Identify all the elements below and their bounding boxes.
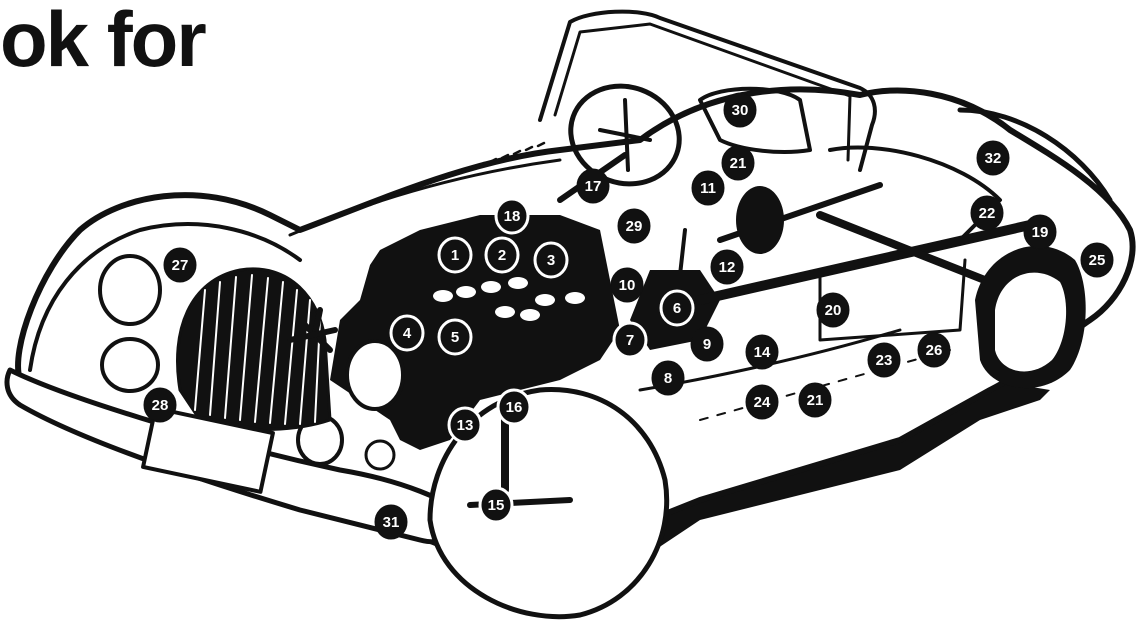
dynamo (347, 341, 403, 409)
callout-3: 3 (535, 243, 567, 277)
callout-23: 23 (868, 343, 900, 377)
indicator-lamp (366, 441, 394, 469)
callout-label: 8 (664, 370, 672, 387)
callout-label: 27 (172, 257, 189, 274)
callout-18: 18 (496, 199, 528, 233)
callout-21: 21 (722, 146, 754, 180)
callout-label: 32 (985, 150, 1002, 167)
callout-14: 14 (746, 335, 778, 369)
callout-label: 4 (403, 325, 412, 342)
callout-26: 26 (918, 333, 950, 367)
front-brake-drum (736, 186, 784, 254)
callout-10: 10 (611, 268, 643, 302)
callout-label: 9 (703, 336, 711, 353)
callout-label: 15 (488, 497, 505, 514)
callout-label: 17 (585, 178, 602, 195)
callout-label: 5 (451, 329, 459, 346)
callout-29: 29 (618, 209, 650, 243)
callout-label: 18 (504, 208, 521, 225)
callout-25: 25 (1081, 243, 1113, 277)
callout-label: 3 (547, 252, 555, 269)
callout-28: 28 (144, 388, 176, 422)
callout-label: 24 (754, 394, 771, 411)
callout-5: 5 (439, 320, 471, 354)
callout-label: 20 (825, 302, 842, 319)
callout-2: 2 (486, 238, 518, 272)
callout-22: 22 (971, 196, 1003, 230)
callout-label: 19 (1032, 224, 1049, 241)
callout-11: 11 (692, 171, 724, 205)
callout-label: 29 (626, 218, 643, 235)
callout-27: 27 (164, 248, 196, 282)
callout-label: 25 (1089, 252, 1106, 269)
callout-label: 30 (732, 102, 749, 119)
callout-label: 23 (876, 352, 893, 369)
callout-label: 12 (719, 259, 736, 276)
callout-32: 32 (977, 141, 1009, 175)
callout-8: 8 (652, 361, 684, 395)
callout-label: 21 (730, 155, 747, 172)
callout-21: 21 (799, 383, 831, 417)
car-illustration (7, 12, 1133, 617)
callout-label: 6 (673, 300, 681, 317)
callout-label: 28 (152, 397, 169, 414)
callout-label: 11 (700, 180, 716, 197)
callout-30: 30 (724, 93, 756, 127)
callout-17: 17 (577, 169, 609, 203)
callout-label: 10 (619, 277, 636, 294)
callout-1: 1 (439, 238, 471, 272)
callout-4: 4 (391, 316, 423, 350)
callout-31: 31 (375, 505, 407, 539)
callout-6: 6 (661, 291, 693, 325)
callout-9: 9 (691, 327, 723, 361)
callout-7: 7 (614, 323, 646, 357)
callout-label: 7 (626, 332, 634, 349)
callout-12: 12 (711, 250, 743, 284)
callout-15: 15 (480, 488, 512, 522)
callout-13: 13 (449, 408, 481, 442)
callout-label: 22 (979, 205, 996, 222)
callout-label: 2 (498, 247, 506, 264)
callout-label: 13 (457, 417, 474, 434)
callout-16: 16 (498, 390, 530, 424)
callout-20: 20 (817, 293, 849, 327)
headlight-left (100, 256, 160, 324)
callout-label: 14 (754, 344, 771, 361)
callout-label: 26 (926, 342, 943, 359)
callout-label: 31 (383, 514, 400, 531)
callout-19: 19 (1024, 215, 1056, 249)
headlight-lower (102, 339, 158, 391)
callout-label: 1 (451, 247, 459, 264)
callout-label: 16 (506, 399, 523, 416)
callout-label: 21 (807, 392, 824, 409)
callout-24: 24 (746, 385, 778, 419)
